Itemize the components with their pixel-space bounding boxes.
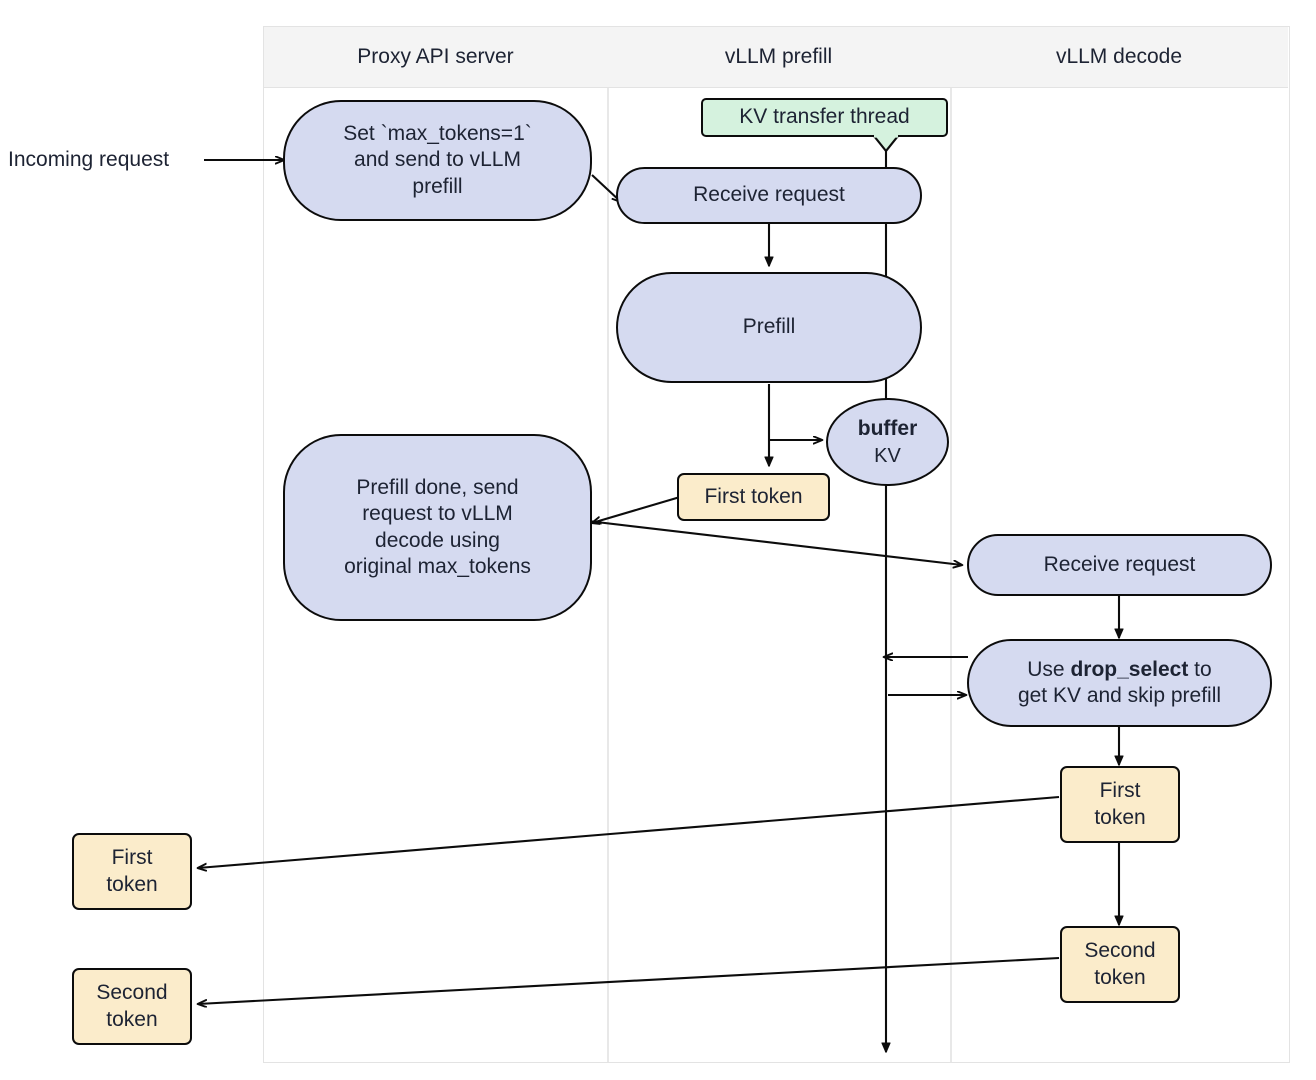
node-decode-receive-request-label: Receive request: [1043, 552, 1196, 576]
node-kv-transfer-thread[interactable]: KV transfer thread: [701, 98, 948, 137]
node-drop-select-line2: get KV and skip prefill: [1017, 684, 1222, 707]
node-decode-first-token-line1: First: [1099, 779, 1141, 803]
node-buffer-kv-label-plain: KV: [874, 444, 901, 467]
lane-divider-1: [607, 88, 609, 1062]
node-prefill-done-line4: original max_tokens: [344, 554, 531, 578]
node-prefill-first-token[interactable]: First token: [677, 473, 830, 521]
node-output-first-token[interactable]: First token: [72, 833, 192, 910]
node-prefill-label: Prefill: [742, 315, 796, 339]
node-prefill[interactable]: Prefill: [616, 272, 922, 383]
node-output-first-token-line2: token: [106, 872, 158, 896]
node-drop-select-line1-bold: drop_select: [1070, 657, 1189, 681]
node-drop-select-line1-post: to: [1188, 657, 1212, 681]
lane-header-prefill-label: vLLM prefill: [724, 45, 833, 68]
lane-header-decode: vLLM decode: [950, 27, 1288, 88]
node-decode-second-token-line2: token: [1094, 965, 1146, 989]
node-drop-select[interactable]: Use drop_select to get KV and skip prefi…: [967, 639, 1272, 727]
node-prefill-done-line1: Prefill done, send: [356, 475, 519, 499]
node-decode-first-token[interactable]: First token: [1060, 766, 1180, 843]
node-set-max-tokens-line1: Set `max_tokens=1`: [343, 121, 532, 145]
incoming-request-label: Incoming request: [8, 148, 170, 171]
node-set-max-tokens-line3: prefill: [412, 174, 463, 198]
node-prefill-receive-request-label: Receive request: [693, 183, 845, 207]
node-set-max-tokens-line2: and send to vLLM: [354, 148, 521, 172]
node-output-first-token-line1: First: [111, 846, 153, 870]
node-decode-first-token-line2: token: [1094, 805, 1146, 829]
node-prefill-first-token-label: First token: [704, 484, 803, 508]
node-output-second-token-line2: token: [106, 1007, 158, 1031]
node-decode-second-token[interactable]: Second token: [1060, 926, 1180, 1003]
node-buffer-kv-label-bold: buffer: [857, 416, 918, 440]
node-prefill-done[interactable]: Prefill done, send request to vLLM decod…: [283, 434, 592, 621]
lane-divider-2: [950, 88, 952, 1062]
lane-header-proxy-label: Proxy API server: [357, 45, 514, 68]
lane-header-prefill: vLLM prefill: [607, 27, 950, 88]
node-kv-transfer-thread-label: KV transfer thread: [739, 105, 910, 129]
node-prefill-done-line3: decode using: [375, 528, 500, 552]
lane-header-decode-label: vLLM decode: [1055, 45, 1183, 68]
node-prefill-done-line2: request to vLLM: [362, 502, 513, 526]
node-output-second-token[interactable]: Second token: [72, 968, 192, 1045]
node-decode-receive-request[interactable]: Receive request: [967, 534, 1272, 596]
node-buffer-kv[interactable]: buffer KV: [826, 398, 949, 486]
lane-header-proxy: Proxy API server: [264, 27, 607, 88]
node-prefill-receive-request[interactable]: Receive request: [616, 167, 922, 224]
node-decode-second-token-line1: Second: [1084, 939, 1156, 963]
node-set-max-tokens[interactable]: Set `max_tokens=1` and send to vLLM pref…: [283, 100, 592, 221]
node-drop-select-line1-pre: Use: [1027, 657, 1071, 681]
node-output-second-token-line1: Second: [96, 981, 168, 1005]
